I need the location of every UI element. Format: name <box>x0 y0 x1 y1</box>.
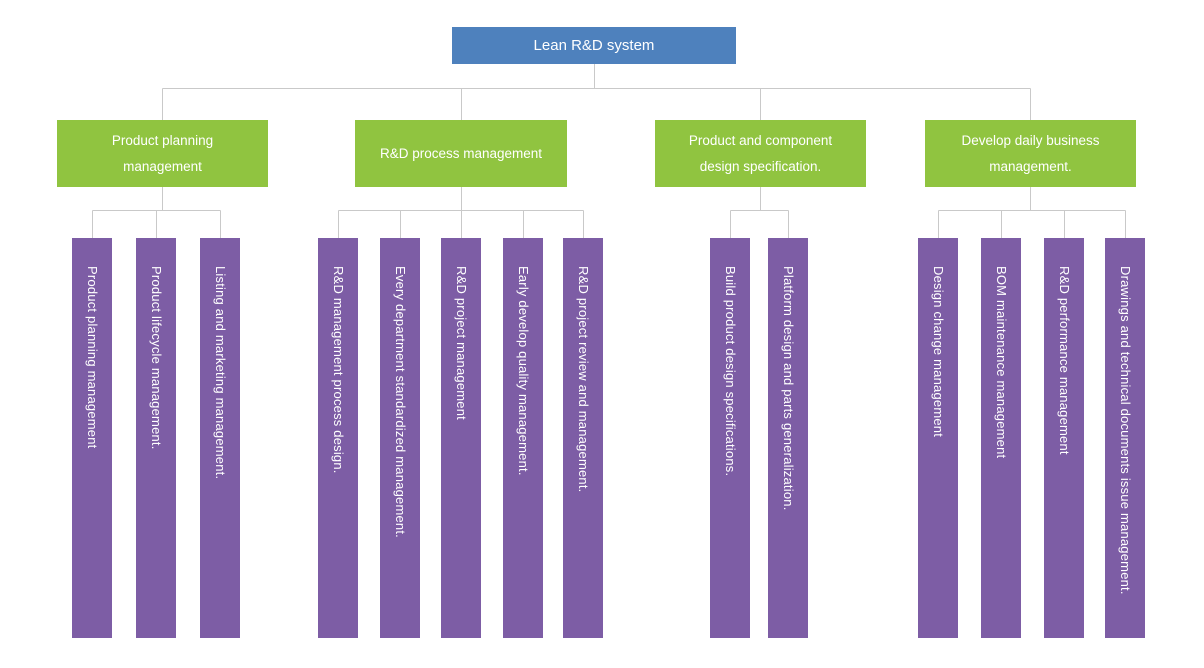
child-node-platform-design-parts-generalization: Platform design and parts generalization… <box>768 238 808 638</box>
group-node-product-planning: Product planning management <box>57 120 268 187</box>
group-node-daily-business: Develop daily business management. <box>925 120 1136 187</box>
child-node-design-change-management: Design change management <box>918 238 958 638</box>
child-node-rd-project-management: R&D project management <box>441 238 481 638</box>
group-node-rd-process: R&D process management <box>355 120 567 187</box>
child-node-rd-project-review-management: R&D project review and management. <box>563 238 603 638</box>
child-node-product-planning-management: Product planning management <box>72 238 112 638</box>
child-node-department-standardized-management: Every department standardized management… <box>380 238 420 638</box>
child-node-rd-performance-management: R&D performance management <box>1044 238 1084 638</box>
child-node-bom-maintenance-management: BOM maintenance management <box>981 238 1021 638</box>
child-node-early-develop-quality-management: Early develop quality management. <box>503 238 543 638</box>
child-node-listing-marketing-management: Listing and marketing management. <box>200 238 240 638</box>
child-node-rd-management-process-design: R&D management process design. <box>318 238 358 638</box>
group-node-design-specification: Product and component design specificati… <box>655 120 866 187</box>
child-node-drawings-technical-documents: Drawings and technical documents issue m… <box>1105 238 1145 638</box>
root-node-lean-rd-system: Lean R&D system <box>452 27 736 64</box>
child-node-build-product-design-specifications: Build product design specifications. <box>710 238 750 638</box>
child-node-product-lifecycle-management: Product lifecycle management. <box>136 238 176 638</box>
